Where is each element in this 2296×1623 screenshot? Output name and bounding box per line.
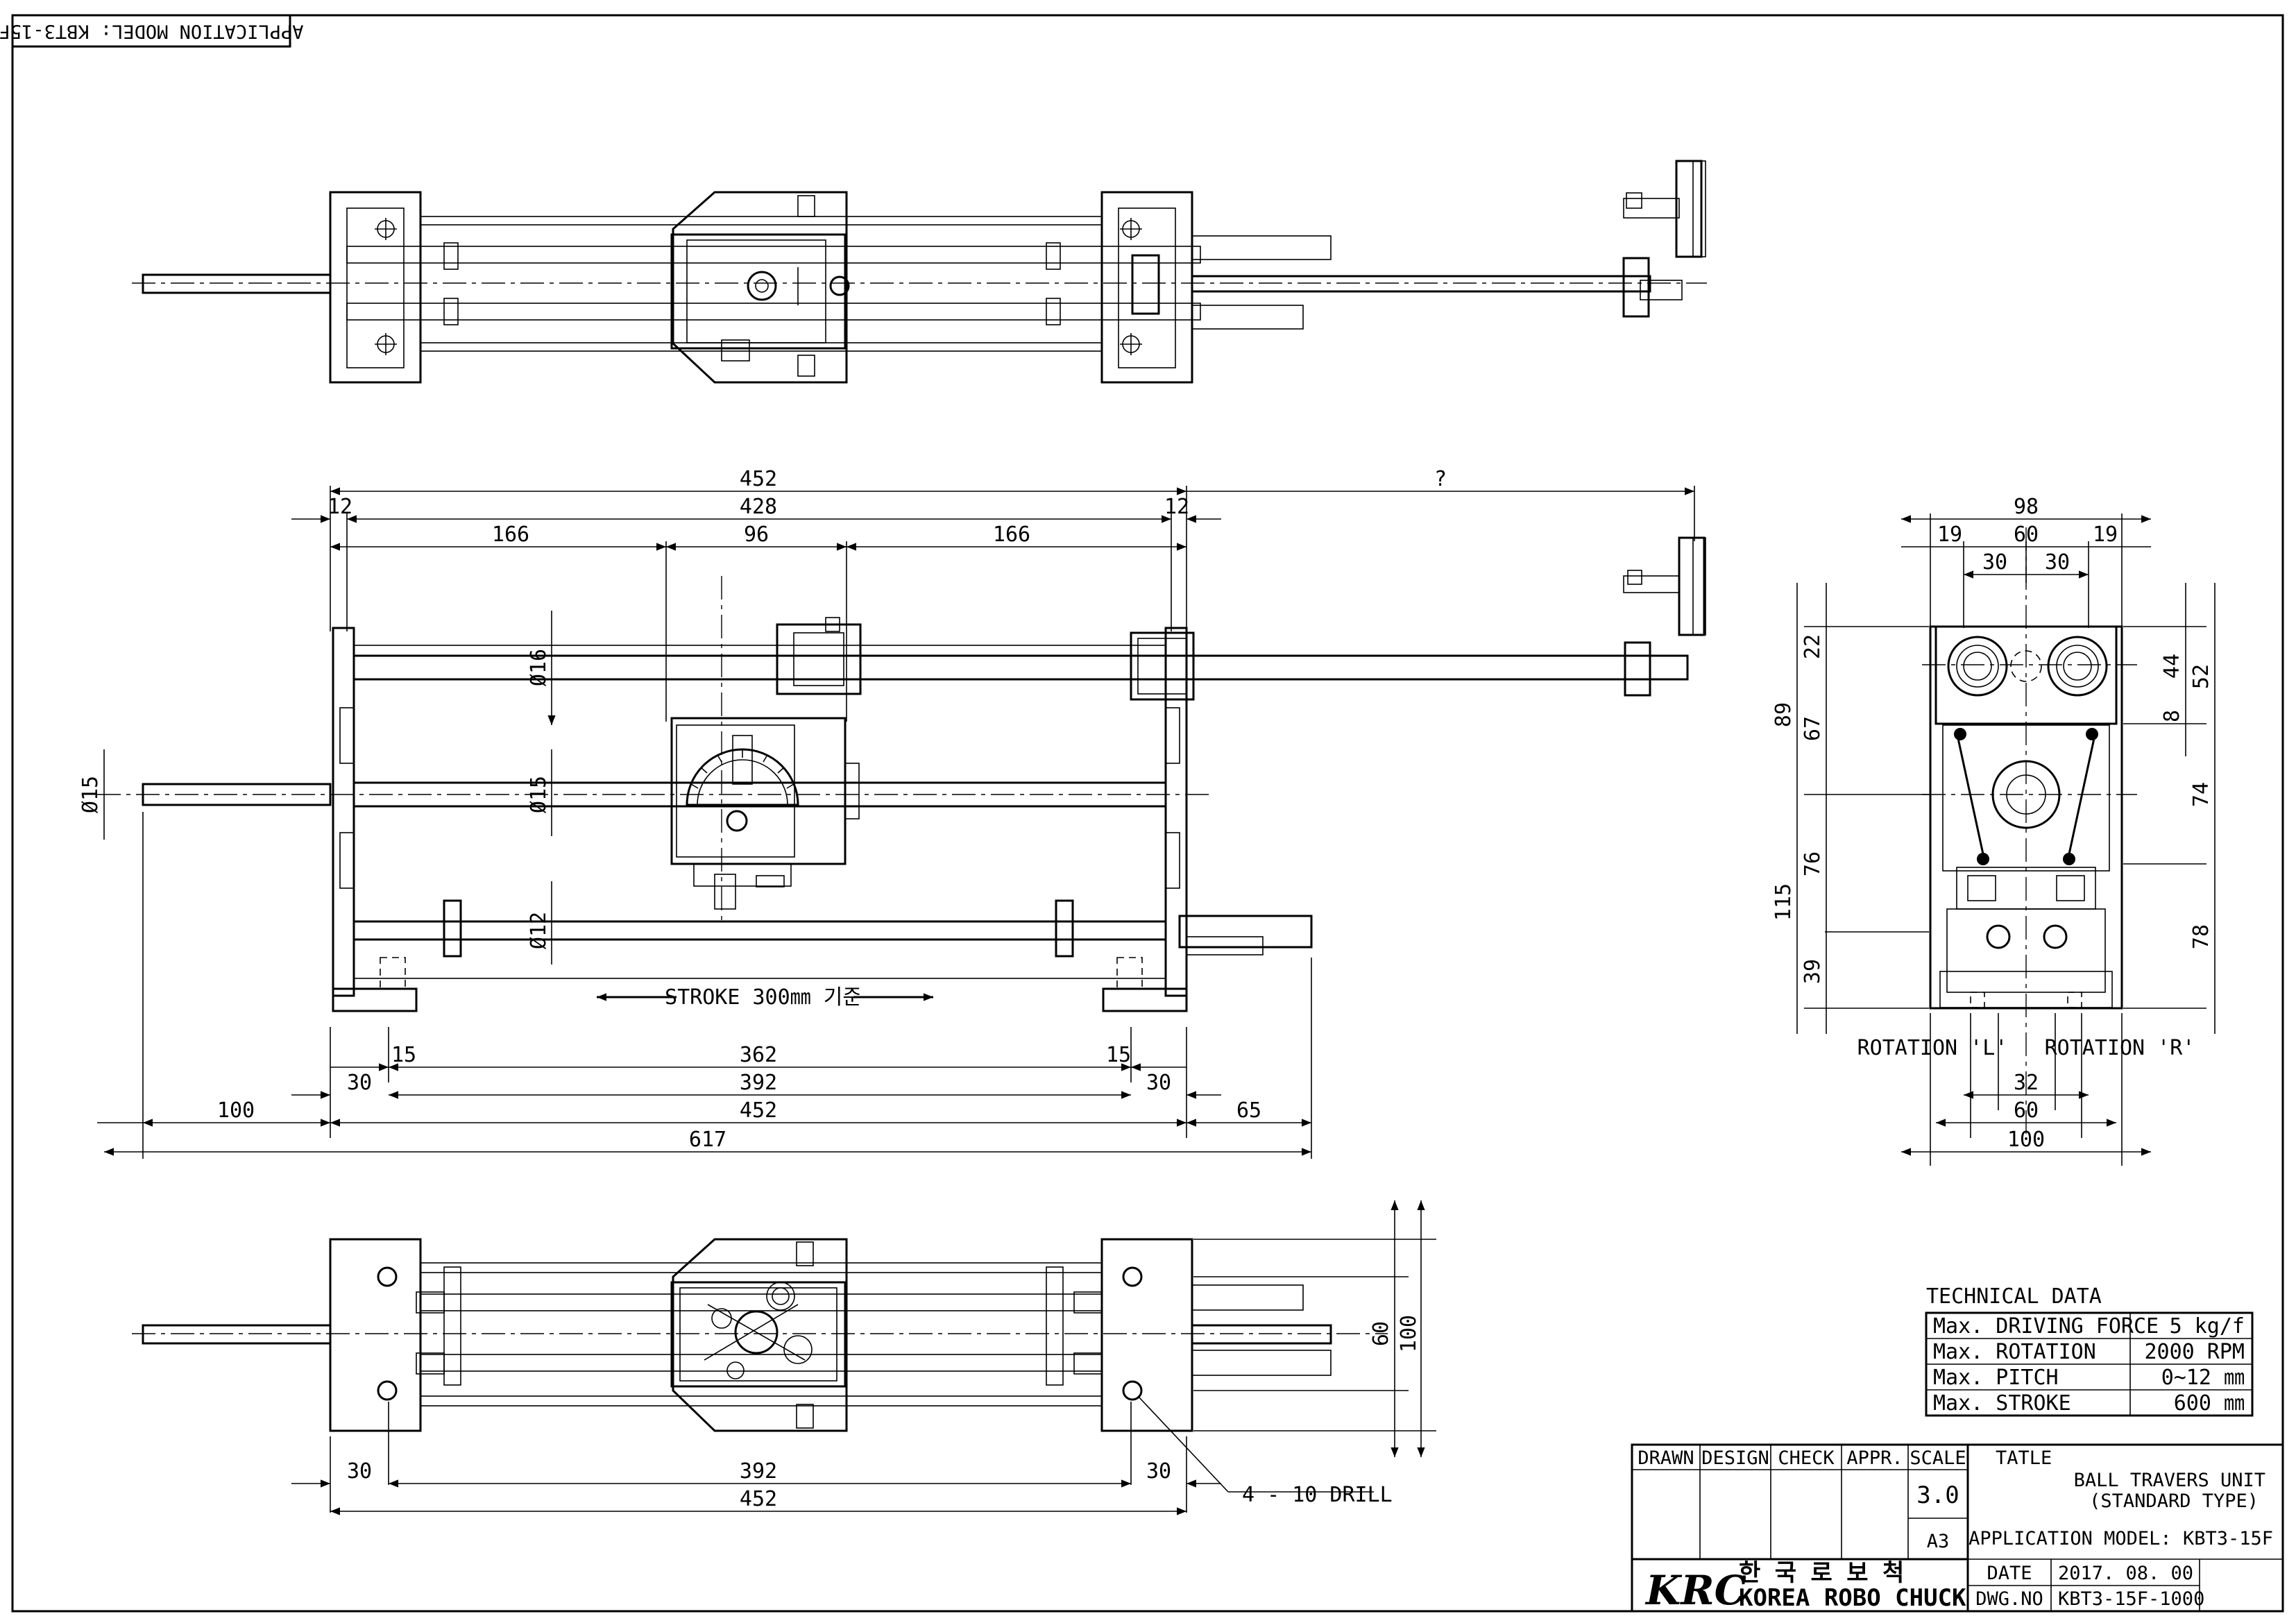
dim-67: 67	[1801, 716, 1825, 741]
dim-30-right: 30	[1146, 1071, 1171, 1095]
dim-22: 22	[1801, 634, 1825, 659]
protractor-ticks	[687, 749, 798, 806]
tech-value: 5 kg/f	[2170, 1314, 2245, 1339]
dim-78: 78	[2189, 924, 2213, 949]
title-block: DRAWN DESIGN CHECK APPR. SCALE 3.0 A3 TA…	[1631, 1443, 2284, 1614]
date-value: 2017. 08. 00	[2058, 1563, 2193, 1584]
rotation-left-label: ROTATION 'L'	[1857, 1036, 2008, 1060]
technical-data-title: TECHNICAL DATA	[1926, 1284, 2102, 1309]
date-label: DATE	[1987, 1563, 2032, 1584]
tech-label: Max. PITCH	[1933, 1366, 2059, 1390]
tech-value: 2000 RPM	[2145, 1340, 2245, 1364]
rotation-right-label: ROTATION 'R'	[2045, 1036, 2195, 1060]
dim-15-left: 15	[391, 1043, 416, 1067]
dim-12-right: 12	[1164, 495, 1189, 519]
dim-65: 65	[1236, 1098, 1261, 1123]
scale-label: SCALE	[1910, 1447, 1966, 1469]
table-row: Max. ROTATION 2000 RPM	[1933, 1340, 2245, 1364]
dwg-no-value: KBT3-15F-1000	[2058, 1588, 2204, 1610]
dim-452-bottom-view: 452	[740, 1487, 777, 1511]
dim-100-side: 100	[2007, 1128, 2045, 1152]
dim-115: 115	[1771, 883, 1796, 921]
bottom-view-dimensions: 30 392 30 452 4 - 10 DRILL 60 100	[291, 1200, 1436, 1515]
drawing-subtitle: (STANDARD TYPE)	[2089, 1490, 2259, 1512]
dim-617: 617	[689, 1128, 726, 1152]
dim-30-left-bottom: 30	[347, 1459, 372, 1484]
dim-96: 96	[744, 522, 769, 547]
dim-dia15-input: Ø15	[78, 776, 103, 813]
stroke-note: STROKE 300㎜ 기준	[665, 985, 862, 1010]
dim-19-left: 19	[1937, 522, 1962, 547]
dim-dia16: Ø16	[527, 649, 551, 686]
dim-19-right: 19	[2093, 522, 2118, 547]
appr-label: APPR.	[1846, 1447, 1903, 1469]
dim-dia12: Ø12	[527, 912, 551, 949]
top-view	[132, 160, 1707, 384]
side-view	[1922, 527, 2137, 1138]
application-model-stamp-text: APPLICATION MODEL: KBT3-15F	[0, 21, 303, 42]
dim-74: 74	[2189, 782, 2213, 807]
dim-12-left: 12	[328, 495, 352, 519]
krc-logo: KRC	[1644, 1567, 1746, 1614]
dim-30-right-side: 30	[2045, 550, 2070, 575]
dim-52: 52	[2189, 664, 2213, 689]
dim-100-front: 100	[217, 1098, 255, 1123]
table-row: Max. PITCH 0~12 ㎜	[1933, 1366, 2245, 1390]
sheet-border	[11, 14, 2284, 1613]
dim-30-left: 30	[347, 1071, 372, 1095]
dim-44: 44	[2160, 654, 2184, 679]
dim-362: 362	[740, 1043, 777, 1067]
dim-76: 76	[1801, 851, 1825, 876]
application-model-stamp: APPLICATION MODEL: KBT3-15F	[0, 14, 303, 48]
bottom-view	[132, 1238, 1388, 1432]
drawing-title: BALL TRAVERS UNIT	[2074, 1470, 2265, 1491]
tech-label: Max. ROTATION	[1933, 1340, 2096, 1364]
drill-note: 4 - 10 DRILL	[1242, 1483, 1393, 1507]
side-view-dimensions: 98 19 60 19 30 30 89 115 22 67 76 39 44 …	[1771, 495, 2216, 1166]
dim-166-left: 166	[492, 522, 529, 547]
dim-32: 32	[2014, 1071, 2039, 1095]
dim-452-top: 452	[740, 467, 777, 491]
technical-data-table: TECHNICAL DATA Max. DRIVING FORCE 5 kg/f…	[1925, 1284, 2254, 1417]
dim-8: 8	[2160, 710, 2184, 722]
dim-166-right: 166	[993, 522, 1030, 547]
dim-60-side-bottom: 60	[2014, 1098, 2039, 1123]
tech-label: Max. DRIVING FORCE	[1933, 1314, 2159, 1339]
table-row: Max. DRIVING FORCE 5 kg/f	[1933, 1314, 2245, 1339]
dim-392-front: 392	[740, 1071, 777, 1095]
dim-89: 89	[1771, 702, 1796, 727]
company-name-korean: 한 국 로 보 척	[1739, 1559, 1904, 1587]
front-view-dimensions: 452 ? 12 428 12 166 96 166 Ø16 Ø15 Ø12 Ø…	[78, 467, 1695, 1159]
dim-30-right-bottom: 30	[1146, 1459, 1171, 1484]
check-label: CHECK	[1778, 1447, 1835, 1469]
tech-value: 600 ㎜	[2174, 1391, 2245, 1416]
table-row: Max. STROKE 600 ㎜	[1933, 1391, 2245, 1416]
front-view	[97, 536, 1706, 1012]
tech-value: 0~12 ㎜	[2161, 1366, 2245, 1390]
dim-392-bottom: 392	[740, 1459, 777, 1484]
dim-60-vertical: 60	[1369, 1321, 1393, 1346]
design-label: DESIGN	[1701, 1447, 1769, 1469]
application-model: APPLICATION MODEL: KBT3-15F	[1968, 1528, 2273, 1549]
scale-value: 3.0	[1916, 1481, 1959, 1509]
dim-unknown: ?	[1434, 467, 1447, 491]
dim-15-right: 15	[1106, 1043, 1131, 1067]
sheet-size: A3	[1927, 1531, 1950, 1552]
tech-label: Max. STROKE	[1933, 1391, 2071, 1416]
dim-30-left-side: 30	[1982, 550, 2007, 575]
dim-100-vertical: 100	[1397, 1315, 1421, 1352]
dwg-no-label: DWG.NO	[1975, 1588, 2043, 1610]
dim-98: 98	[2014, 495, 2039, 519]
drawn-label: DRAWN	[1638, 1447, 1694, 1469]
dim-39: 39	[1801, 959, 1825, 984]
dim-428: 428	[740, 495, 777, 519]
dim-452-bottom: 452	[740, 1098, 777, 1123]
company-name-english: KOREA ROBO CHUCK	[1739, 1584, 1966, 1612]
dim-dia15-mid: Ø15	[527, 776, 551, 813]
dim-60-top: 60	[2014, 522, 2039, 547]
title-label: TATLE	[1996, 1447, 2052, 1469]
